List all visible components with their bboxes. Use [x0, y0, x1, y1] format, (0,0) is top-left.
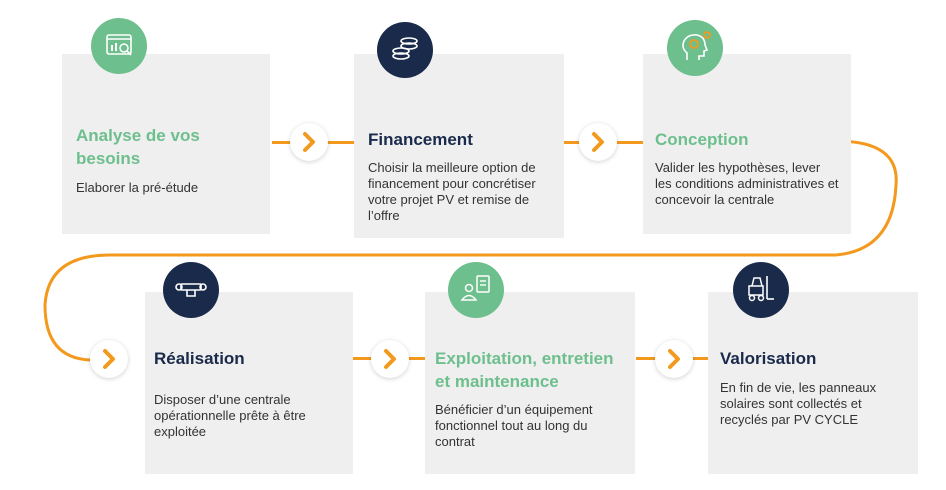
- step-card-analyse: Analyse de vos besoins Elaborer la pré-é…: [62, 54, 270, 234]
- step-description: Bénéficier d’un équipement fonctionnel t…: [435, 402, 593, 449]
- step-description: Disposer d’une centrale opérationnelle p…: [154, 392, 306, 439]
- step-card-financement: Financement Choisir la meilleure option …: [354, 54, 564, 238]
- step-title: Conception: [655, 130, 749, 149]
- step-card-realisation: Réalisation Disposer d’une centrale opér…: [145, 292, 353, 474]
- next-arrow-icon: [655, 340, 693, 378]
- analysis-chart-icon: [91, 18, 147, 74]
- forklift-icon: [733, 262, 789, 318]
- step-title: Réalisation: [154, 349, 245, 368]
- step-description: En fin de vie, les panneaux solaires son…: [720, 380, 877, 427]
- step-description: Elaborer la pré-étude: [76, 180, 199, 195]
- next-arrow-icon: [90, 340, 128, 378]
- step-title: Valorisation: [720, 349, 817, 368]
- next-arrow-icon: [371, 340, 409, 378]
- step-card-valorisation: Valorisation En fin de vie, les panneaux…: [708, 292, 918, 474]
- checklist-person-icon: [448, 262, 504, 318]
- step-title: Exploitation, entretien et maintenance: [435, 349, 614, 391]
- step-title: Analyse de vos besoins: [76, 126, 200, 168]
- coins-icon: [377, 22, 433, 78]
- next-arrow-icon: [579, 123, 617, 161]
- wrench-hand-icon: [163, 262, 219, 318]
- step-card-conception: Conception Valider les hypothèses, lever…: [643, 54, 851, 234]
- next-arrow-icon: [290, 123, 328, 161]
- step-description: Valider les hypothèses, lever les condit…: [655, 160, 839, 207]
- brain-gear-icon: [667, 20, 723, 76]
- step-card-exploitation: Exploitation, entretien et maintenance B…: [425, 292, 635, 474]
- step-description: Choisir la meilleure option de financeme…: [368, 160, 536, 223]
- step-title: Financement: [368, 130, 473, 149]
